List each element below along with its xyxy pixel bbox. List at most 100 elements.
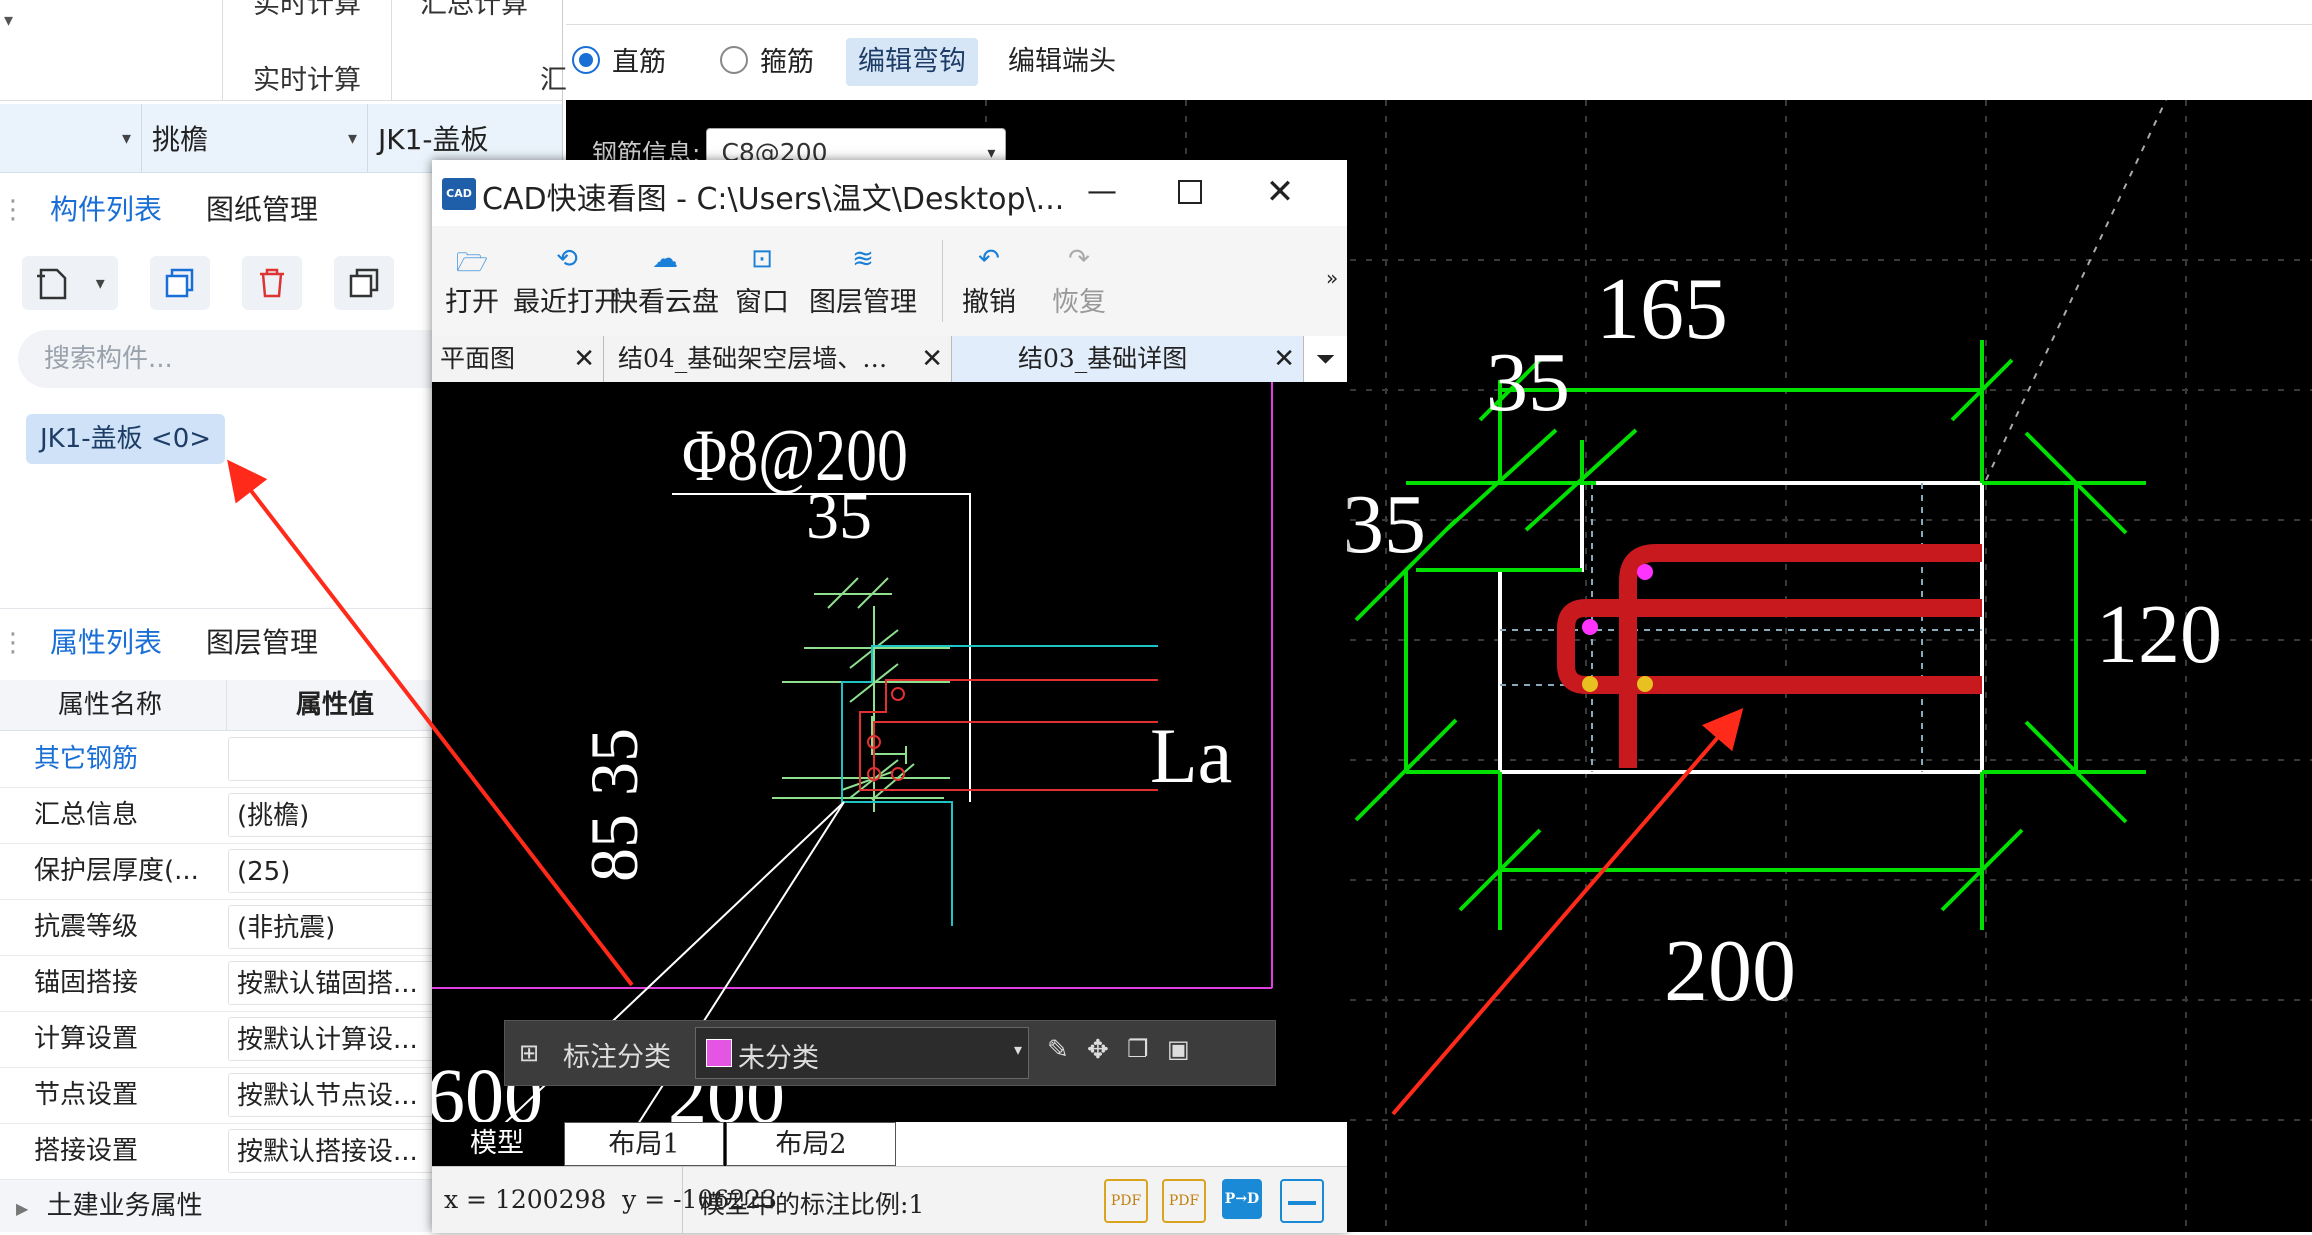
window-label: 窗口 [735, 286, 789, 318]
paste-icon[interactable]: ▣ [1167, 1035, 1190, 1063]
chevron-down-icon: ▾ [987, 143, 996, 162]
radio-checked-icon[interactable] [572, 45, 600, 74]
cloud-icon: ☁ [652, 243, 678, 274]
close-icon[interactable]: ✕ [921, 344, 943, 374]
component-list-item[interactable]: JK1-盖板 <0> [26, 414, 226, 464]
dim-bottom: 200 [1664, 923, 1796, 1020]
type-select[interactable]: 挑檐 ▾ [142, 104, 368, 172]
delete-component-button[interactable] [242, 256, 302, 310]
radio-unchecked-icon[interactable] [720, 45, 748, 74]
ribbon: ▾ 实时计算 实时计算 汇总计算 汇 [0, 0, 567, 101]
doc-tab[interactable]: 结04_基础架空层墙、… ✕ [604, 336, 952, 382]
toolbar-divider [942, 240, 943, 322]
dim-35-vertical: 35 [576, 728, 652, 796]
document-tabs: 平面图 ✕ 结04_基础架空层墙、… ✕ 结03_基础详图 ✕ ⏷ [432, 336, 1347, 383]
floor-select[interactable]: ▾ [0, 104, 142, 172]
drag-handle-icon[interactable]: ⋮⋮ [0, 195, 52, 225]
dim-top: 165 [1596, 261, 1728, 358]
p2d-icon[interactable]: P→D [1222, 1179, 1262, 1219]
chevron-down-icon: ▾ [121, 127, 131, 149]
copy-component-button[interactable] [150, 256, 210, 310]
drag-handle-icon[interactable]: ⋮⋮ [0, 628, 52, 658]
tab-property-list[interactable]: 属性列表 [28, 609, 185, 677]
open-button[interactable]: 🗁 打开 [438, 226, 506, 336]
dim-85: 85 [576, 814, 652, 882]
move-icon[interactable]: ✥ [1087, 1035, 1109, 1065]
doc-tab-label: 平面图 [440, 344, 516, 373]
ribbon-group-label: 实时计算 [253, 65, 361, 96]
tab-layout-1[interactable]: 布局1 [564, 1122, 724, 1166]
doc-tab[interactable]: 平面图 ✕ [432, 336, 604, 382]
window-button[interactable]: ⊡ 窗口 [728, 226, 796, 336]
doc-tab-label: 结03_基础详图 [1018, 344, 1188, 373]
tab-layer-management[interactable]: 图层管理 [206, 626, 319, 659]
window-icon: ⊡ [751, 243, 773, 274]
property-name: 计算设置 [34, 1024, 139, 1054]
tab-component-list[interactable]: 构件列表 [28, 176, 185, 244]
dim-top-left: 35 [1486, 336, 1570, 429]
property-row[interactable]: 计算设置 按默认计算设... [0, 1011, 562, 1068]
layers-button[interactable]: ≋ 图层管理 [808, 226, 918, 336]
tab-drawing-management[interactable]: 图纸管理 [206, 193, 319, 226]
ribbon-button-realtime[interactable]: 实时计算 [253, 0, 361, 20]
duplicate-icon [349, 268, 379, 298]
edit-icon[interactable]: ✎ [1047, 1035, 1069, 1065]
toolbar-more-icon[interactable]: » [1326, 266, 1339, 290]
maximize-icon[interactable] [1160, 166, 1220, 218]
grid-icon[interactable]: ⊞ [519, 1039, 540, 1067]
member-select-value: JK1-盖板 [378, 123, 489, 156]
chevron-down-icon[interactable]: ▾ [4, 10, 14, 31]
ribbon-group-realtime: 实时计算 实时计算 [222, 0, 392, 100]
pdf-export-icon[interactable]: PDF [1104, 1179, 1148, 1223]
type-select-value: 挑檐 [152, 123, 209, 156]
layout-tabs: 模型 布局1 布局2 [432, 1122, 1347, 1166]
folder-icon: 🗁 [455, 247, 489, 278]
undo-button[interactable]: ↶ 撤销 [954, 226, 1024, 336]
column-divider [226, 680, 227, 730]
property-value[interactable]: 按默认计算设... [228, 1017, 558, 1061]
cad-drawing-area[interactable]: Φ8@200 35 La 85 35 600 200 [432, 382, 1347, 1122]
member-select[interactable]: JK1-盖板 [368, 104, 562, 172]
undo-label: 撤销 [962, 286, 1016, 318]
component-toolbar: ▾ [22, 256, 394, 310]
annotation-category-select[interactable]: 未分类 ▾ [695, 1027, 1029, 1079]
close-icon[interactable]: ✕ [1265, 172, 1295, 212]
ribbon-button-summary[interactable]: 汇总计算 [420, 0, 528, 20]
recent-button[interactable]: ⟲ 最近打开 [506, 226, 628, 336]
redo-label: 恢复 [1052, 286, 1106, 318]
radio-straight-group[interactable]: 直筋 [572, 40, 666, 79]
tab-model[interactable]: 模型 [432, 1122, 562, 1166]
property-value[interactable]: 按默认搭接设... [228, 1129, 558, 1173]
panel-toggle-icon[interactable] [1280, 1179, 1324, 1223]
close-icon[interactable]: ✕ [1273, 344, 1295, 374]
chevron-down-icon[interactable]: ▾ [95, 272, 105, 294]
tab-layout-2[interactable]: 布局2 [726, 1122, 896, 1166]
redo-button[interactable]: ↷ 恢复 [1044, 226, 1114, 336]
new-component-button[interactable]: ▾ [22, 256, 118, 310]
status-divider [682, 1167, 683, 1233]
radio-stirrup-group[interactable]: 箍筋 [720, 40, 814, 79]
doc-tab-label: 结04_基础架空层墙、… [618, 344, 888, 373]
edit-bend-button[interactable]: 编辑弯钩 [846, 38, 978, 86]
dim-35: 35 [806, 480, 872, 553]
property-row[interactable]: 节点设置 按默认节点设... [0, 1067, 562, 1124]
recent-label: 最近打开 [513, 286, 621, 318]
cad-drawing: Φ8@200 35 La 85 35 600 200 [432, 382, 1273, 1122]
cloud-button[interactable]: ☁ 快看云盘 [604, 226, 726, 336]
minimize-icon[interactable]: — [1087, 174, 1117, 209]
doc-tab-active[interactable]: 结03_基础详图 ✕ [952, 336, 1304, 382]
pdf-batch-icon[interactable]: PDF [1162, 1179, 1206, 1223]
edit-end-button[interactable]: 编辑端头 [1008, 46, 1116, 77]
copy-floor-button[interactable] [334, 256, 394, 310]
trash-icon [260, 268, 284, 298]
chevron-down-icon: ▾ [347, 127, 357, 149]
property-value[interactable]: 按默认节点设... [228, 1073, 558, 1117]
copy-icon[interactable]: ❐ [1127, 1035, 1149, 1063]
tab-list-dropdown-icon[interactable]: ⏷ [1304, 336, 1347, 382]
layers-icon: ≋ [852, 243, 874, 274]
cad-toolbar: 🗁 打开 ⟲ 最近打开 ☁ 快看云盘 ⊡ 窗口 ≋ 图层管理 ↶ 撤销 ↷ 恢复… [432, 226, 1347, 337]
close-icon[interactable]: ✕ [573, 344, 595, 374]
component-tabbar: ⋮⋮ 构件列表 图纸管理 [0, 176, 562, 244]
la-label: La [1150, 712, 1232, 799]
property-row[interactable]: 搭接设置 按默认搭接设... [0, 1123, 562, 1180]
